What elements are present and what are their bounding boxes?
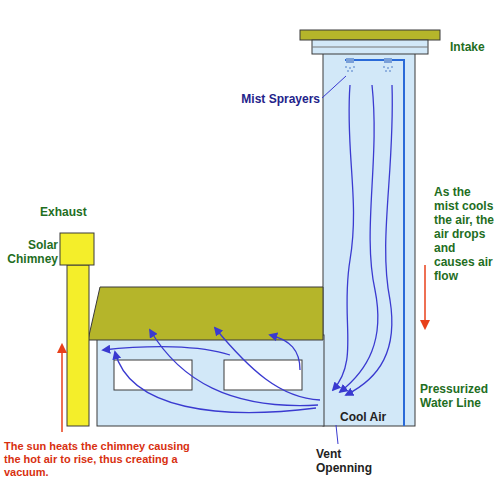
leader-line (336, 425, 338, 444)
intake-label: Intake (450, 40, 496, 54)
sprayer-label: Mist Sprayers (232, 92, 320, 106)
updraft-arrow (61, 345, 63, 432)
airflow-arrows (103, 85, 392, 412)
intake-cap (300, 30, 440, 40)
water-line-label: Pressurized Water Line (420, 382, 498, 410)
chimney-label: Solar Chimney (2, 238, 58, 266)
mist-sprayers (345, 58, 393, 72)
exhaust-label: Exhaust (40, 205, 110, 219)
intake-grill (312, 40, 428, 54)
note-text: As the mist cools the air, the air drops… (434, 185, 498, 283)
window (224, 360, 302, 390)
mist-tower (323, 38, 415, 426)
solar-chimney (67, 265, 89, 426)
house-wall (97, 335, 324, 426)
note-text: The sun heats the chimney causing the ho… (4, 440, 194, 479)
cool-air-label: Cool Air (340, 410, 400, 424)
chimney-cap (60, 233, 94, 265)
house-roof (88, 287, 323, 340)
downdraft-arrow (424, 265, 426, 328)
leader-line (322, 76, 346, 98)
vent-label: Vent Openning (316, 447, 376, 475)
